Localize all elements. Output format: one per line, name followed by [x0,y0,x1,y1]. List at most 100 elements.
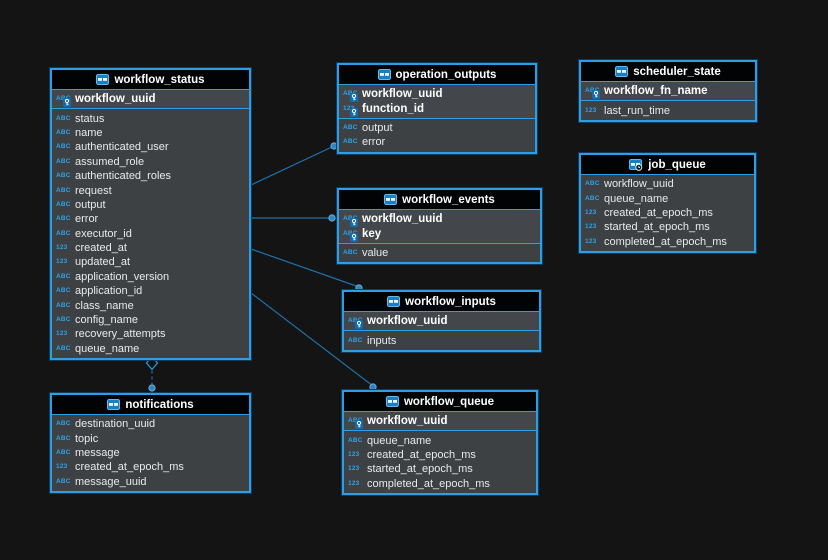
column-name: completed_at_epoch_ms [367,477,490,490]
text-type-icon: ABC [56,114,71,122]
text-type-icon: ABC [585,180,600,188]
text-type-icon: ABC [56,229,71,237]
column-name: queue_name [367,434,432,447]
column-name: value [362,246,389,259]
text-type-icon: ABC [56,301,71,309]
table-header[interactable]: scheduler_state [581,62,755,82]
table-title: workflow_status [114,73,205,86]
relation-workflow_status-operation_outputs[interactable] [250,142,338,186]
column-assumed_role[interactable]: ABC assumed_role [52,155,249,169]
text-type-icon: ABC [56,186,71,194]
column-name: last_run_time [604,104,671,117]
text-type-icon: ABC [56,128,71,136]
text-type-icon: ABC [56,477,71,485]
column-name: workflow_fn_name [604,85,708,98]
column-name: class_name [75,299,134,312]
column-name: error [75,213,99,226]
primary-key-icon [355,320,363,330]
relation-workflow_status-notifications[interactable] [145,355,159,392]
table-header[interactable]: workflow_status [52,70,249,90]
primary-key-icon [350,232,358,242]
column-name: function_id [362,102,424,115]
column-name: error [362,136,386,149]
text-type-icon: ABC [56,272,71,280]
table-header[interactable]: workflow_events [339,190,540,210]
table-icon [107,399,121,410]
relation-workflow_status-workflow_queue[interactable] [250,292,377,391]
table-header[interactable]: workflow_inputs [344,292,539,312]
text-type-icon: ABC [56,200,71,208]
table-icon [384,194,398,205]
table-header[interactable]: workflow_queue [344,392,536,412]
table-header[interactable]: notifications [52,395,249,415]
column-class_name[interactable]: ABC class_name [52,298,249,312]
column-executor_id[interactable]: ABC executor_id [52,227,249,241]
column-name: assumed_role [75,155,145,168]
table-header[interactable]: job_queue [581,155,754,175]
column-name: destination_uuid [75,418,156,431]
table-header[interactable]: operation_outputs [339,65,535,85]
column-name: executor_id [75,227,132,240]
text-type-icon: ABC [56,157,71,165]
numeric-type-icon: 123 [585,208,597,216]
column-name: authenticated_user [75,141,169,154]
column-name: topic [75,432,99,445]
text-type-icon: ABC [343,230,358,242]
relation-workflow_status-workflow_events[interactable] [251,214,336,222]
